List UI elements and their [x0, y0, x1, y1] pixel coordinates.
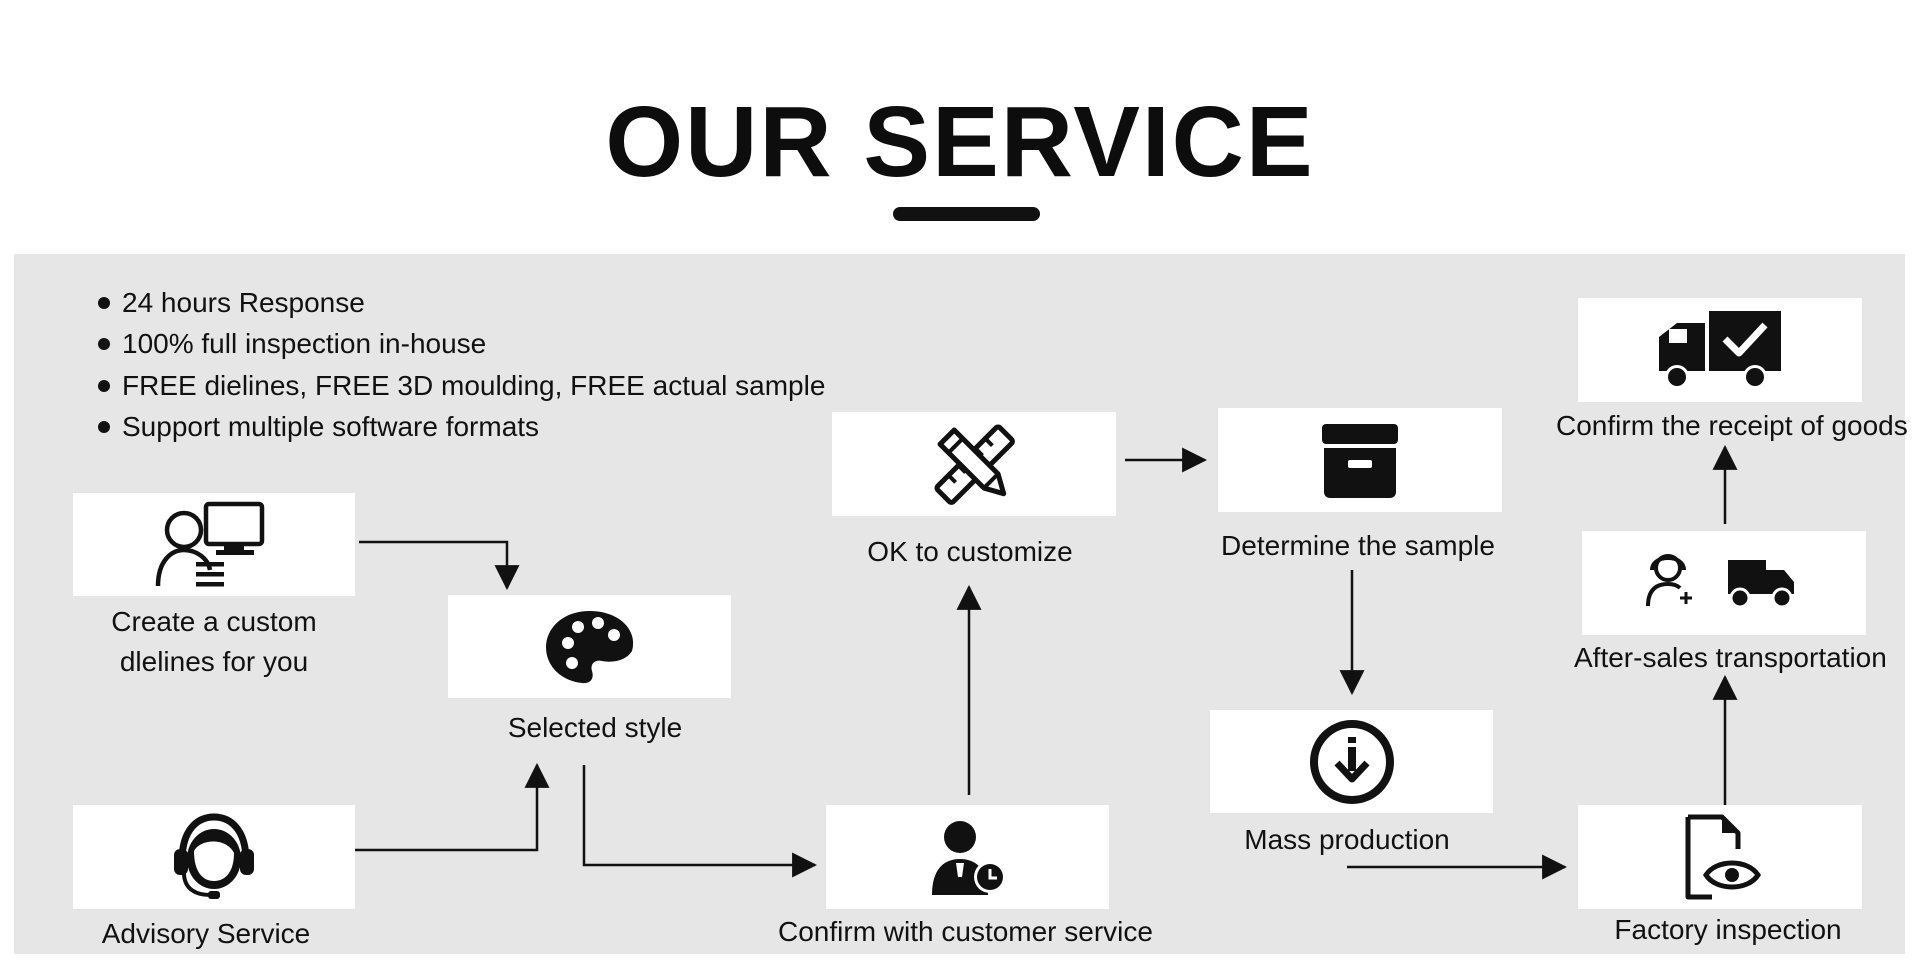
- step-advisory-service: [73, 805, 355, 909]
- step-create-dielines: [73, 493, 355, 596]
- palette-icon: [545, 610, 633, 683]
- step-determine-sample: [1218, 408, 1502, 512]
- step-factory-inspection: [1578, 805, 1862, 909]
- download-circle-icon: [1309, 719, 1394, 804]
- archive-box-icon: [1322, 424, 1398, 498]
- bullet-dot-icon: [98, 420, 110, 433]
- feature-item: 100% full inspection in-house: [98, 327, 486, 361]
- step-advisory-label: Advisory Service: [101, 918, 311, 949]
- truck-check-icon: [1659, 311, 1781, 389]
- user-computer-icon: [155, 501, 265, 586]
- step-determine-label: Determine the sample: [1221, 530, 1495, 561]
- page-title: OUR SERVICE: [605, 86, 1315, 198]
- feature-item: Support multiple software formats: [98, 410, 539, 444]
- step-ok-label: OK to customize: [867, 536, 1073, 567]
- title-underline: [893, 207, 1040, 221]
- document-eye-icon: [1685, 814, 1761, 900]
- bullet-dot-icon: [98, 337, 110, 350]
- step-receipt-label: Confirm the receipt of goods: [1556, 410, 1908, 441]
- step-mass-label: Mass production: [1244, 824, 1450, 855]
- pencil-ruler-icon: [934, 424, 1015, 505]
- feature-item: 24 hours Response: [98, 286, 365, 320]
- step-confirm-customer-service: [826, 805, 1109, 909]
- step-factory-label: Factory inspection: [1614, 914, 1842, 945]
- user-clock-icon: [931, 821, 1006, 895]
- step-mass-production: [1210, 710, 1493, 813]
- step-confirm-label: Confirm with customer service: [778, 916, 1153, 947]
- bullet-dot-icon: [98, 296, 110, 309]
- step-after-sales: [1582, 531, 1866, 635]
- step-after-sales-label: After-sales transportation: [1574, 642, 1887, 673]
- headset-agent-icon: [174, 813, 254, 899]
- feature-item: FREE dielines, FREE 3D moulding, FREE ac…: [98, 369, 825, 403]
- step-selected-label: Selected style: [507, 712, 683, 743]
- step-receipt-of-goods: [1578, 298, 1862, 402]
- step-create-label: Create a custom dlelines for you: [111, 606, 317, 677]
- support-truck-icon: [1646, 554, 1794, 609]
- step-selected-style: [448, 595, 731, 698]
- step-ok-to-customize: [832, 412, 1116, 516]
- bullet-dot-icon: [98, 379, 110, 392]
